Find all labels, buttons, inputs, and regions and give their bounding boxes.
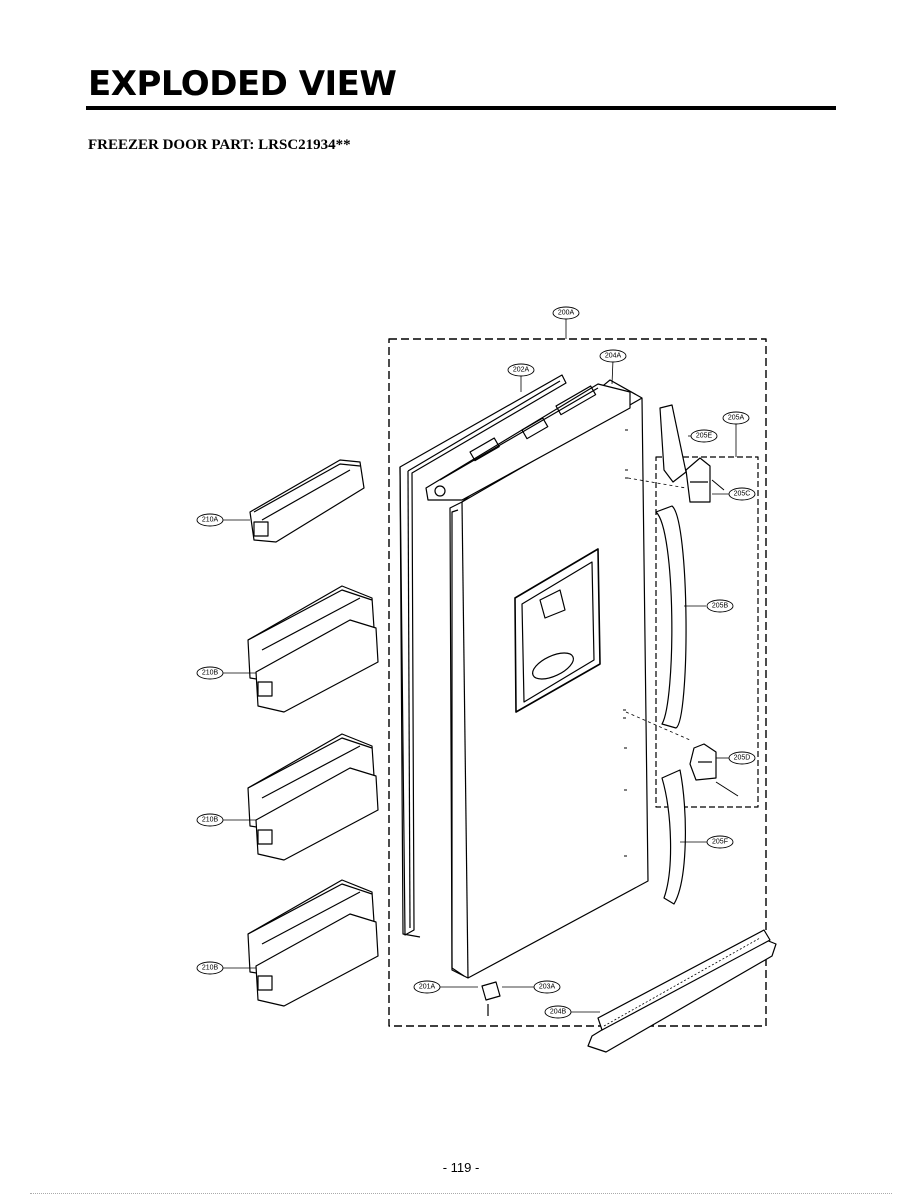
door-screw-holes: [623, 429, 628, 857]
callout-label-205B: 205B: [712, 603, 729, 610]
callout-label-204B: 204B: [550, 1009, 567, 1016]
callout-label-205F: 205F: [712, 839, 728, 846]
callout-210A: [196, 513, 224, 527]
callout-205D: [728, 751, 756, 765]
callout-200A: [552, 306, 580, 320]
callout-205E: [690, 429, 718, 443]
handle-cap-205F: [661, 769, 686, 905]
callout-210B-2: [196, 813, 224, 827]
callout-201A: [413, 980, 441, 994]
door-bin-210B-1: [247, 585, 379, 713]
callout-label-205D: 205D: [734, 755, 751, 762]
page-title: EXPLODED VIEW: [88, 64, 397, 104]
callout-205B: [706, 599, 734, 613]
lower-hinge-203A: [481, 981, 501, 1016]
callout-label-201A: 201A: [419, 984, 436, 991]
callout-label-210B-1: 210B: [202, 670, 219, 677]
handle-bracket-205C: [685, 457, 725, 503]
callout-210B-3: [196, 961, 224, 975]
callout-label-210B-2: 210B: [202, 817, 219, 824]
door-bin-210B-2: [247, 733, 379, 861]
door-bin-210B-3: [247, 879, 379, 1007]
callout-bubbles: [196, 306, 756, 1019]
callout-label-203A: 203A: [539, 984, 556, 991]
handle-cap-205E: [659, 404, 687, 483]
callout-label-205E: 205E: [696, 433, 713, 440]
footer-divider: [30, 1193, 892, 1195]
callout-label-200A: 200A: [558, 310, 575, 317]
callout-210B-1: [196, 666, 224, 680]
callout-205C: [728, 487, 756, 501]
handle-bracket-205D: [689, 743, 739, 797]
callout-label-202A: 202A: [513, 367, 530, 374]
door-bin-210A: [249, 459, 365, 543]
page-number: - 119 -: [442, 1160, 480, 1175]
bottom-bracket-204B: [587, 929, 777, 1053]
callout-label-205A: 205A: [728, 415, 745, 422]
callout-204A: [599, 349, 627, 363]
callout-label-205C: 205C: [734, 491, 751, 498]
callout-204B: [544, 1005, 572, 1019]
callout-205F: [706, 835, 734, 849]
page-subtitle: FREEZER DOOR PART: LRSC21934**: [88, 137, 351, 153]
callout-202A: [507, 363, 535, 377]
door-gasket-202A: [399, 374, 567, 938]
callout-203A: [533, 980, 561, 994]
callout-205A: [722, 411, 750, 425]
leader-lines: [222, 318, 737, 1013]
callout-label-210A: 210A: [202, 517, 219, 524]
title-divider: [86, 106, 836, 110]
callout-label-210B-3: 210B: [202, 965, 219, 972]
handle-205B: [655, 505, 687, 729]
assembly-boundary-200A: [388, 338, 767, 1027]
door-body-204A: [425, 379, 691, 979]
assembly-boundary-205A: [655, 456, 759, 808]
callout-label-204A: 204A: [605, 353, 622, 360]
